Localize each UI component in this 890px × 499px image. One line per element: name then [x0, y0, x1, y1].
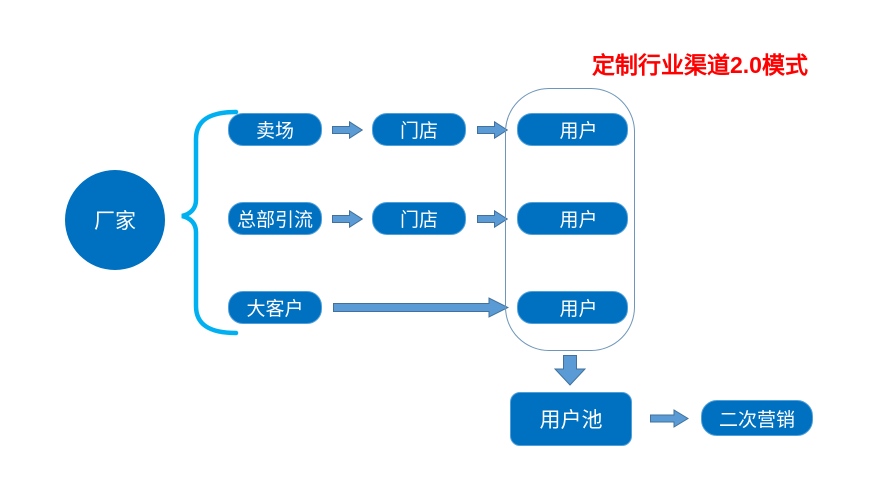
- node-manufacturer-label: 厂家: [94, 210, 136, 233]
- user-group-container: [505, 88, 635, 351]
- node-market-label: 卖场: [255, 121, 294, 142]
- node-user-3-label: 用户: [559, 299, 598, 320]
- node-user-pool: 用户池: [510, 392, 632, 446]
- arrow-down-icon: [554, 355, 586, 386]
- node-user-2-label: 用户: [559, 210, 598, 231]
- arrow-right-icon: [332, 210, 363, 228]
- node-key-account: 大客户: [228, 291, 322, 324]
- arrow-right-icon: [477, 121, 508, 139]
- arrow-right-icon: [332, 121, 363, 139]
- node-user-pool-label: 用户池: [539, 409, 603, 432]
- curly-brace-icon: [181, 109, 239, 336]
- node-store-1-label: 门店: [399, 121, 438, 142]
- node-store-1: 门店: [372, 113, 466, 146]
- node-store-2-label: 门店: [399, 210, 438, 231]
- node-user-2: 用户: [517, 202, 628, 235]
- node-manufacturer: 厂家: [65, 170, 165, 270]
- arrow-right-icon: [650, 409, 689, 428]
- node-user-1-label: 用户: [559, 121, 598, 142]
- node-secondary-marketing-label: 二次营销: [718, 409, 795, 431]
- long-arrow-right-icon: [333, 297, 509, 318]
- node-store-2: 门店: [372, 202, 466, 235]
- node-hq-traffic: 总部引流: [228, 202, 322, 235]
- node-key-account-label: 大客户: [246, 299, 304, 320]
- node-market: 卖场: [228, 113, 322, 146]
- node-hq-traffic-label: 总部引流: [236, 210, 313, 231]
- arrow-right-icon: [477, 210, 508, 228]
- node-secondary-marketing: 二次营销: [701, 400, 813, 436]
- diagram-title: 定制行业渠道2.0模式: [592, 52, 808, 78]
